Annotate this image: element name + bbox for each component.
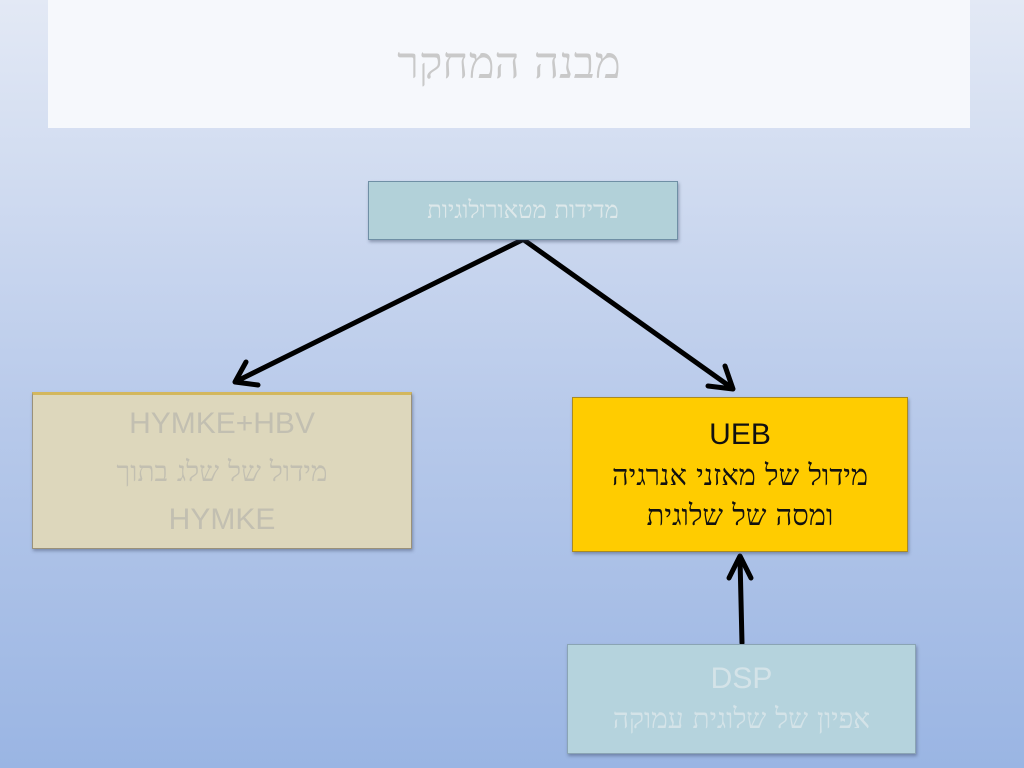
node-dsp-line1: DSP [710, 662, 773, 695]
node-ueb-line2: מידול של מאזני אנרגיה [611, 457, 869, 492]
slide-title: מבנה המחקר [397, 38, 621, 89]
node-hymke-hbv: HYMKE+HBV מידול של שלג בתוך HYMKE [32, 392, 412, 549]
node-hymke-line3: HYMKE [168, 502, 276, 536]
arrowhead-ueb [705, 363, 736, 392]
node-ueb-line3: ומסה של שלוגית [646, 497, 834, 532]
arrow-to-hymke [234, 237, 525, 384]
title-panel: מבנה המחקר [48, 0, 970, 128]
arrowhead-hymke [232, 359, 261, 388]
node-meteorological-measurements: מדידות מטאורולוגיות [368, 181, 678, 240]
arrow-to-ueb [521, 237, 735, 391]
node-hymke-line2: מידול של שלג בתוך [116, 454, 328, 488]
node-ueb-line1: UEB [709, 417, 771, 451]
arrow-dsp-to-ueb [737, 555, 745, 646]
node-hymke-line1: HYMKE+HBV [129, 406, 315, 440]
node-dsp: DSP אפיון של שלוגית עמוקה [567, 644, 916, 754]
node-meteorological-label: מדידות מטאורולוגיות [427, 196, 619, 224]
node-dsp-line2: אפיון של שלוגית עמוקה [612, 702, 871, 735]
arrowhead-dsp-ueb [726, 553, 754, 581]
node-ueb: UEB מידול של מאזני אנרגיה ומסה של שלוגית [572, 397, 908, 552]
